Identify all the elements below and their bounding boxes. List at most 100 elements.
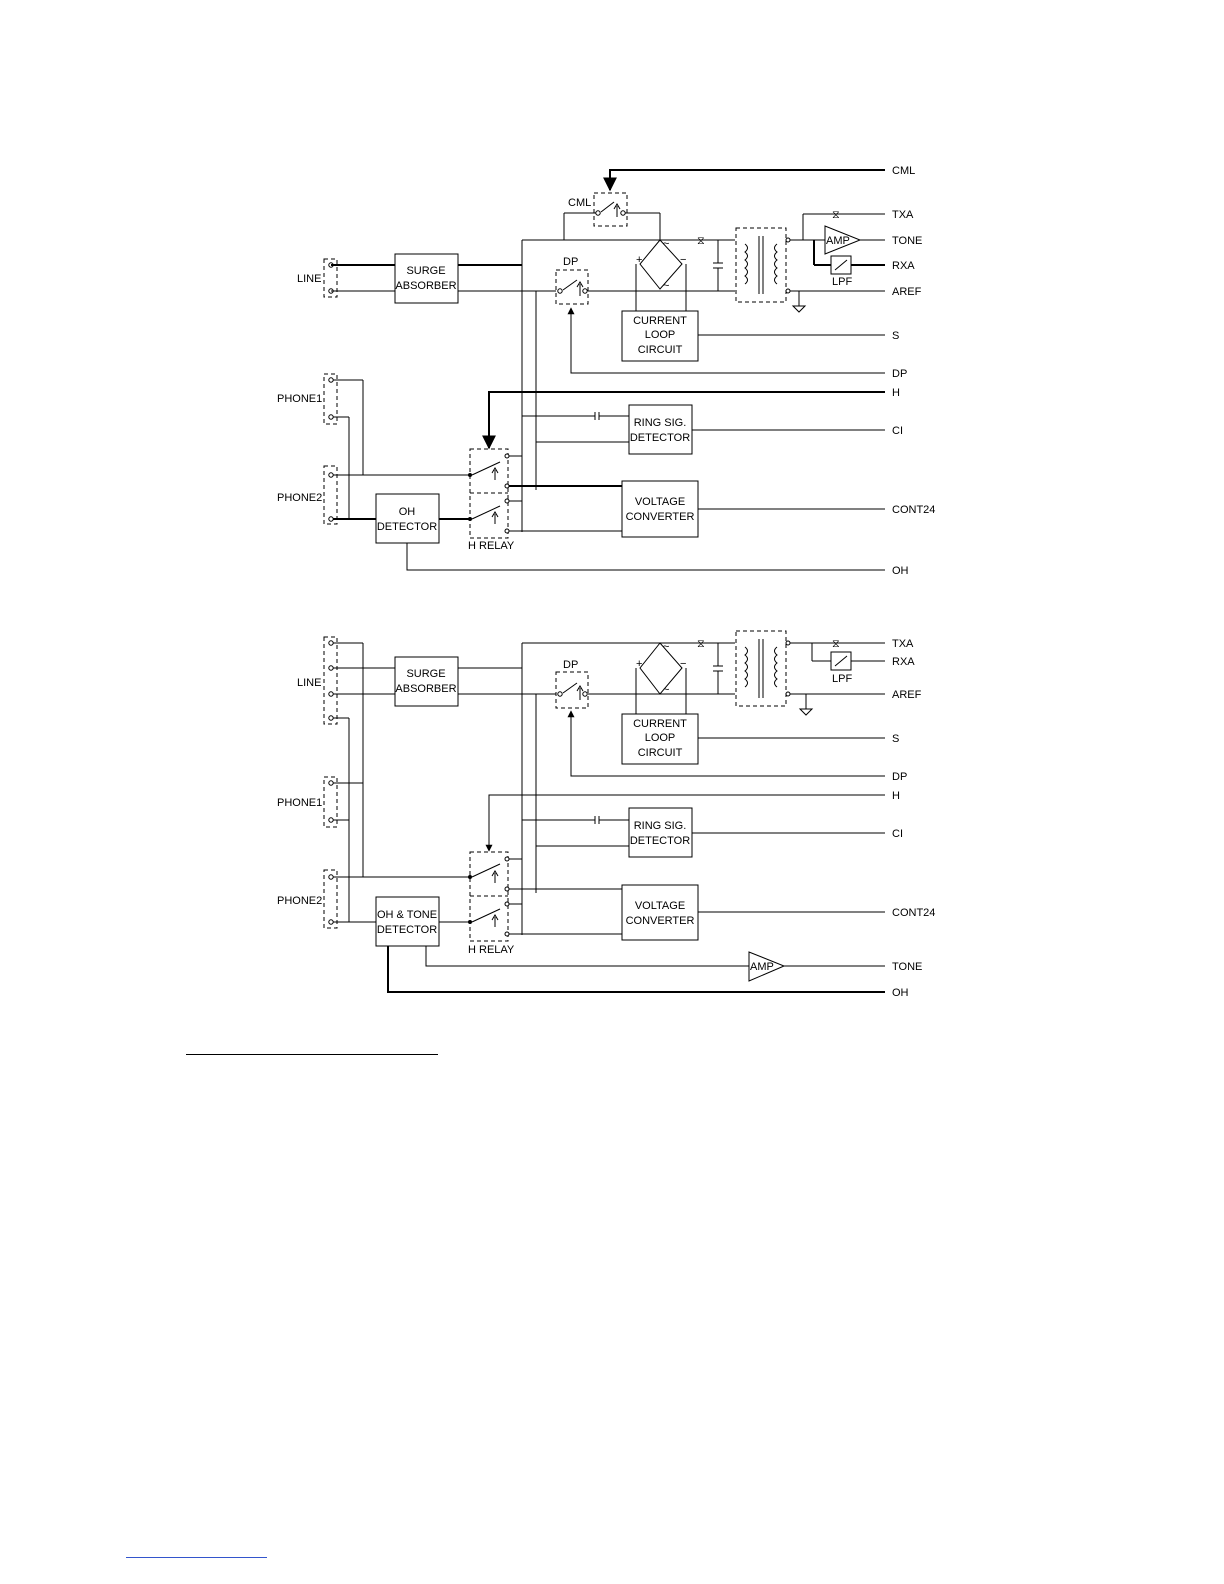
- bottom-line-label: LINE: [297, 677, 321, 689]
- bottom-oht-l2: DETECTOR: [377, 924, 437, 936]
- bottom-ring-l1: RING SIG.: [634, 820, 687, 832]
- top-ring-l1: RING SIG.: [634, 417, 687, 429]
- top-amp: AMP: [824, 225, 862, 255]
- top-sig-tone: TONE: [892, 235, 922, 247]
- bottom-oh-tone-detector: OH & TONE DETECTOR: [375, 896, 440, 947]
- top-sig-s: S: [892, 330, 899, 342]
- top-bridge-plus: +: [636, 254, 642, 266]
- bottom-cl-l2: LOOP: [645, 732, 676, 744]
- bottom-sig-ci: CI: [892, 828, 903, 840]
- bottom-txa-zener: ⧖: [832, 638, 840, 650]
- bottom-lpf-label: LPF: [832, 673, 852, 685]
- footnote-rule: [186, 1054, 438, 1055]
- top-amp-label: AMP: [826, 235, 850, 247]
- top-bridge-minus: −: [680, 254, 686, 266]
- top-sig-oh: OH: [892, 565, 909, 577]
- bottom-amp-label: AMP: [750, 961, 774, 973]
- bottom-bridge-plus: +: [636, 658, 642, 670]
- bottom-signal-labels: TXA RXA AREF S DP H CI CONT24 TONE OH: [892, 638, 935, 999]
- bottom-bridge-ac1: ~: [663, 641, 669, 653]
- bottom-sig-cont24: CONT24: [892, 907, 935, 919]
- top-phone1-connector: PHONE1: [277, 373, 338, 425]
- bottom-sig-aref: AREF: [892, 689, 922, 701]
- top-vc-l1: VOLTAGE: [635, 496, 685, 508]
- bottom-phone2-connector: PHONE2: [277, 869, 338, 929]
- bottom-surge-l2: ABSORBER: [395, 683, 456, 695]
- bottom-vc-l2: CONVERTER: [626, 915, 695, 927]
- top-dp-switch: DP: [555, 256, 589, 305]
- top-sig-dp: DP: [892, 368, 907, 380]
- top-current-loop-circuit: CURRENT LOOP CIRCUIT: [621, 310, 699, 362]
- top-phone2-label: PHONE2: [277, 492, 322, 504]
- top-sig-cml: CML: [892, 165, 915, 177]
- top-oh-detector: OH DETECTOR: [375, 493, 440, 544]
- top-oh-l1: OH: [399, 506, 416, 518]
- top-surge-absorber: SURGE ABSORBER: [394, 253, 459, 304]
- top-transformer: [735, 227, 791, 303]
- top-diode-bridge: + − ~ ~: [636, 238, 686, 292]
- top-cl-l2: LOOP: [645, 329, 676, 341]
- top-phone2-connector: PHONE2: [277, 465, 338, 525]
- top-surge-line2: ABSORBER: [395, 280, 456, 292]
- bottom-phone2-label: PHONE2: [277, 895, 322, 907]
- bottom-current-loop-circuit: CURRENT LOOP CIRCUIT: [621, 713, 699, 765]
- bottom-surge-absorber: SURGE ABSORBER: [394, 656, 459, 707]
- bottom-bridge-minus: −: [680, 658, 686, 670]
- bottom-sig-s: S: [892, 733, 899, 745]
- bottom-sig-rxa: RXA: [892, 656, 915, 668]
- top-lpf-label: LPF: [832, 276, 852, 288]
- bottom-vc-l1: VOLTAGE: [635, 900, 685, 912]
- bottom-zener: ⧖: [697, 638, 705, 650]
- top-bridge-ac1: ~: [663, 238, 669, 250]
- top-ring-detector: RING SIG. DETECTOR: [628, 404, 693, 455]
- bottom-transformer: [735, 630, 791, 707]
- top-sig-cont24: CONT24: [892, 504, 935, 516]
- bottom-cl-l3: CIRCUIT: [638, 747, 683, 759]
- top-line-connector: LINE: [297, 258, 338, 298]
- bottom-sig-dp: DP: [892, 771, 907, 783]
- bottom-h-relay: H RELAY: [468, 851, 515, 956]
- bottom-sig-tone: TONE: [892, 961, 922, 973]
- top-cl-l1: CURRENT: [633, 315, 687, 327]
- bottom-amp: AMP: [748, 951, 786, 982]
- top-cml-relay: CML: [568, 192, 628, 227]
- top-vc-l2: CONVERTER: [626, 511, 695, 523]
- top-sig-txa: TXA: [892, 209, 914, 221]
- bottom-ring-l2: DETECTOR: [630, 835, 690, 847]
- bottom-oht-l1: OH & TONE: [377, 909, 437, 921]
- bottom-bridge-ac2: ~: [663, 684, 669, 696]
- bottom-phone1-label: PHONE1: [277, 797, 322, 809]
- bottom-lpf: LPF: [830, 651, 852, 685]
- top-h-relay: H RELAY: [468, 448, 515, 552]
- bottom-diode-bridge: + − ~ ~: [636, 641, 686, 696]
- bottom-dp-switch: DP: [555, 659, 589, 709]
- footer-link-underline: [126, 1557, 267, 1558]
- top-txa-zener: ⧖: [832, 209, 840, 221]
- top-phone1-label: PHONE1: [277, 393, 322, 405]
- top-sig-h: H: [892, 387, 900, 399]
- bottom-phone1-connector: PHONE1: [277, 776, 338, 828]
- top-signal-labels: CML TXA TONE RXA AREF S DP H CI CONT24 O…: [892, 165, 935, 577]
- bottom-dp-label: DP: [563, 659, 578, 671]
- top-surge-line1: SURGE: [406, 265, 445, 277]
- bottom-sig-h: H: [892, 790, 900, 802]
- bottom-h-relay-label: H RELAY: [468, 944, 515, 956]
- bottom-sig-txa: TXA: [892, 638, 914, 650]
- top-ring-l2: DETECTOR: [630, 432, 690, 444]
- top-dp-label: DP: [563, 256, 578, 268]
- top-voltage-converter: VOLTAGE CONVERTER: [621, 480, 699, 538]
- top-bridge-ac2: ~: [663, 280, 669, 292]
- bottom-line-connector: LINE: [297, 636, 338, 725]
- bottom-surge-l1: SURGE: [406, 668, 445, 680]
- bottom-diagram: LINE SURGE ABSORBER DP: [277, 630, 935, 999]
- top-diagram: LINE SURGE ABSORBER CML: [277, 165, 935, 577]
- bottom-sig-oh: OH: [892, 987, 909, 999]
- top-lpf: LPF: [830, 255, 852, 288]
- top-cml-label: CML: [568, 197, 591, 209]
- bottom-ring-detector: RING SIG. DETECTOR: [628, 807, 693, 858]
- top-line-label: LINE: [297, 273, 321, 285]
- top-cl-l3: CIRCUIT: [638, 344, 683, 356]
- top-sig-rxa: RXA: [892, 260, 915, 272]
- top-sig-ci: CI: [892, 425, 903, 437]
